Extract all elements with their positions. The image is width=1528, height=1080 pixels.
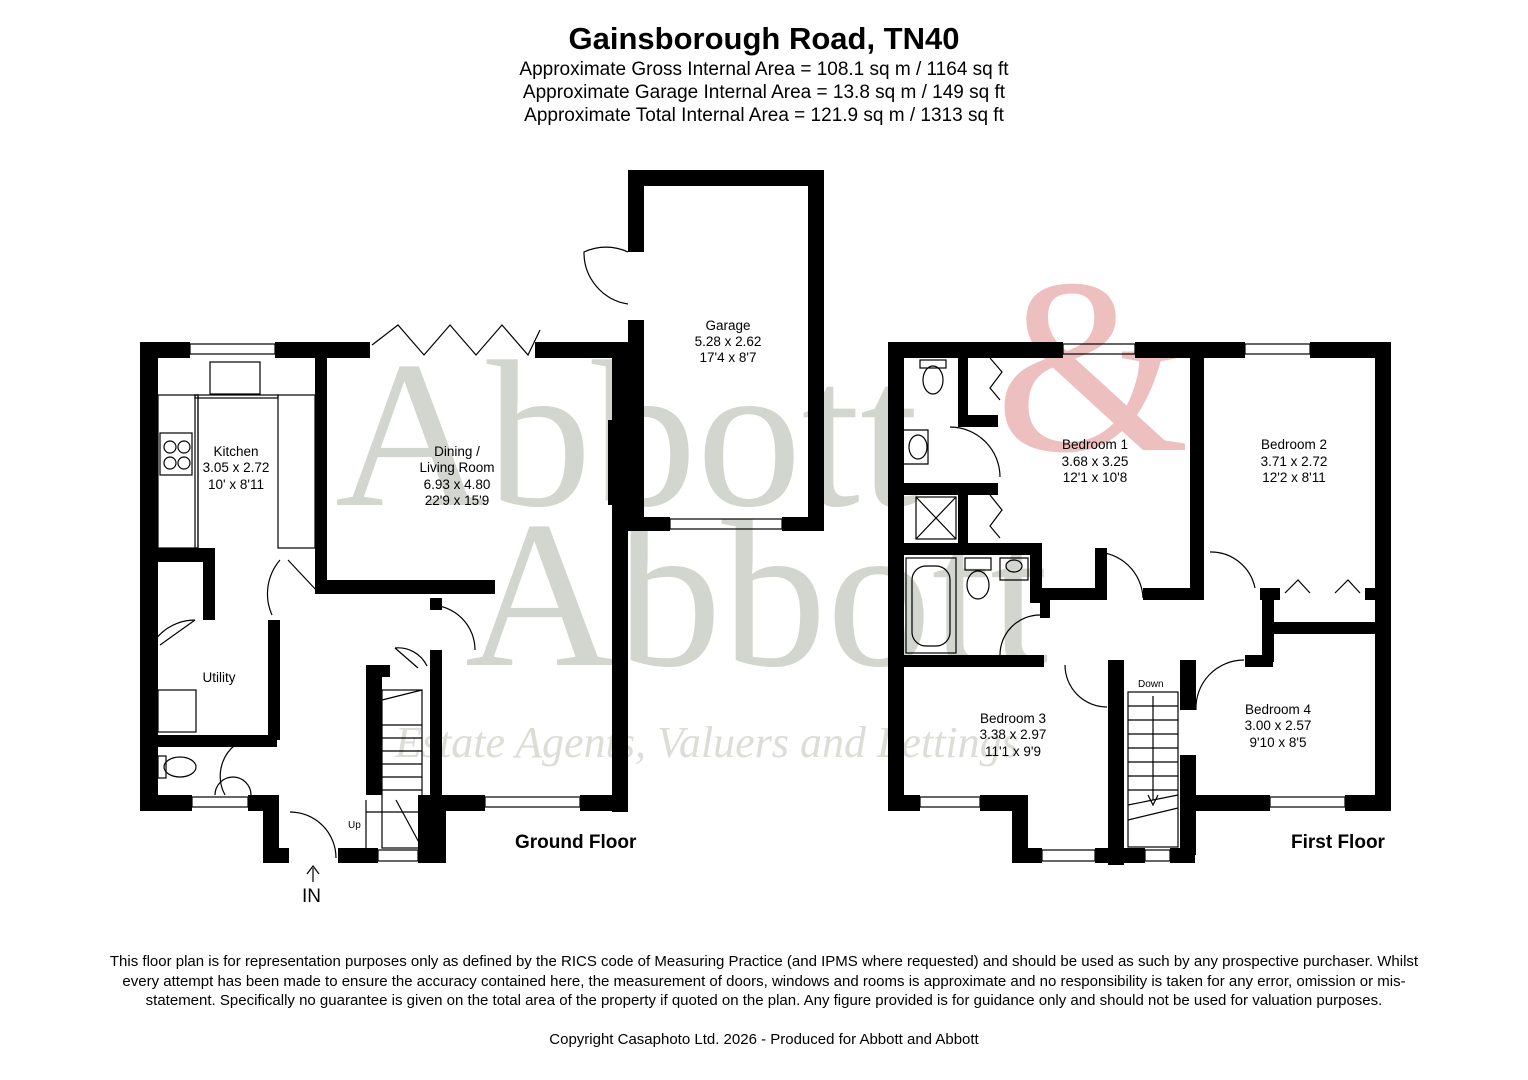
- disclaimer: This floor plan is for representation pu…: [109, 953, 1419, 1009]
- bedroom2-name: Bedroom 2: [1261, 437, 1327, 452]
- bedroom4-metric: 3.00 x 2.57: [1245, 718, 1312, 733]
- dining-name1: Dining /: [434, 444, 480, 459]
- ground-floor-label: Ground Floor: [515, 832, 637, 853]
- first-floor-plan: Bedroom 1 3.68 x 3.25 12'1 x 10'8 Bedroo…: [888, 342, 1391, 865]
- utility-name: Utility: [203, 670, 236, 685]
- bedroom1-metric: 3.68 x 3.25: [1062, 454, 1129, 469]
- dining-metric: 6.93 x 4.80: [424, 477, 491, 492]
- watermark-tagline: Estate Agents, Valuers and Lettings: [394, 718, 1019, 767]
- watermark-amp: &: [995, 228, 1189, 505]
- header: Gainsborough Road, TN40 Approximate Gros…: [0, 20, 1528, 127]
- garage-name: Garage: [705, 318, 750, 333]
- first-stairs: [1127, 691, 1179, 848]
- bedroom2-metric: 3.71 x 2.72: [1261, 454, 1328, 469]
- watermark-line2: Abbott: [465, 479, 1048, 711]
- bedroom3-name: Bedroom 3: [980, 711, 1046, 726]
- dining-name2: Living Room: [419, 460, 494, 475]
- bedroom1-imperial: 12'1 x 10'8: [1063, 470, 1127, 485]
- bedroom1-name: Bedroom 1: [1062, 437, 1128, 452]
- bedroom3-imperial: 11'1 x 9'9: [985, 744, 1041, 759]
- garage-area: Approximate Garage Internal Area = 13.8 …: [522, 82, 1006, 103]
- stairs-up-label: Up: [348, 820, 361, 831]
- bedroom4-imperial: 9'10 x 8'5: [1250, 735, 1307, 750]
- first-floor-label: First Floor: [1291, 832, 1386, 853]
- bedroom3-metric: 3.38 x 2.97: [980, 727, 1047, 742]
- dining-imperial: 22'9 x 15'9: [425, 493, 489, 508]
- copyright: Copyright Casaphoto Ltd. 2026 - Produced…: [549, 1031, 979, 1048]
- kitchen-imperial: 10' x 8'11: [208, 477, 264, 492]
- kitchen-name: Kitchen: [213, 444, 258, 459]
- ground-stairs: [365, 689, 423, 849]
- garage-imperial: 17'4 x 8'7: [700, 350, 757, 365]
- page-title: Gainsborough Road, TN40: [568, 21, 960, 56]
- ground-floor-plan: Kitchen 3.05 x 2.72 10' x 8'11 Dining / …: [140, 170, 824, 907]
- garage-metric: 5.28 x 2.62: [695, 334, 762, 349]
- gross-area: Approximate Gross Internal Area = 108.1 …: [519, 59, 1009, 80]
- bedroom2-imperial: 12'2 x 8'11: [1262, 470, 1325, 485]
- kitchen-metric: 3.05 x 2.72: [203, 460, 270, 475]
- bedroom4-name: Bedroom 4: [1245, 702, 1312, 717]
- total-area: Approximate Total Internal Area = 121.9 …: [524, 105, 1004, 126]
- stairs-down-label: Down: [1138, 679, 1164, 690]
- entrance-label: IN: [302, 886, 321, 907]
